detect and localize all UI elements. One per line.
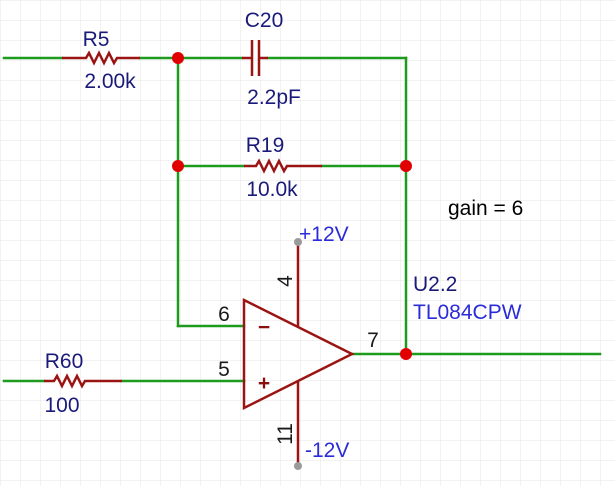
r60-value-label: 100 [44,394,79,417]
c20-value-label: 2.2pF [247,86,301,109]
junction-r19-left [172,160,184,172]
opamp-pin-vpos: 4 [274,275,297,287]
opamp-ref-label: U2.2 [413,273,457,296]
power-pin-negative-dot [294,462,302,470]
r5-value-label: 2.00k [84,70,136,93]
junction-r5-c20 [172,52,184,64]
resistor-r5 [62,50,140,66]
wires [2,56,602,383]
c20-ref-label: C20 [245,9,284,32]
components [44,40,355,466]
junctions [172,52,412,360]
junction-r19-right [400,160,412,172]
opamp-pin-inverting: 6 [218,303,230,326]
capacitor-c20 [242,40,268,76]
opamp-value-label: TL084CPW [413,301,522,324]
opamp-pin-vneg: 11 [274,423,297,445]
opamp-u2-2 [242,242,355,466]
opamp-pin-noninverting: 5 [218,358,230,381]
junction-output [400,348,412,360]
r60-ref-label: R60 [45,350,84,373]
power-negative-label: -12V [305,439,349,462]
power-positive-label: +12V [299,223,349,246]
power-pin-positive-dot [294,238,302,246]
opamp-pin-output: 7 [367,329,379,352]
resistor-r60 [44,373,122,389]
gain-annotation: gain = 6 [448,197,523,220]
opamp-plus-sign: + [258,372,270,395]
r5-ref-label: R5 [83,28,110,51]
r19-value-label: 10.0k [246,178,298,201]
r19-ref-label: R19 [246,134,285,157]
opamp-minus-sign: − [258,316,270,339]
resistor-r19 [244,158,322,174]
